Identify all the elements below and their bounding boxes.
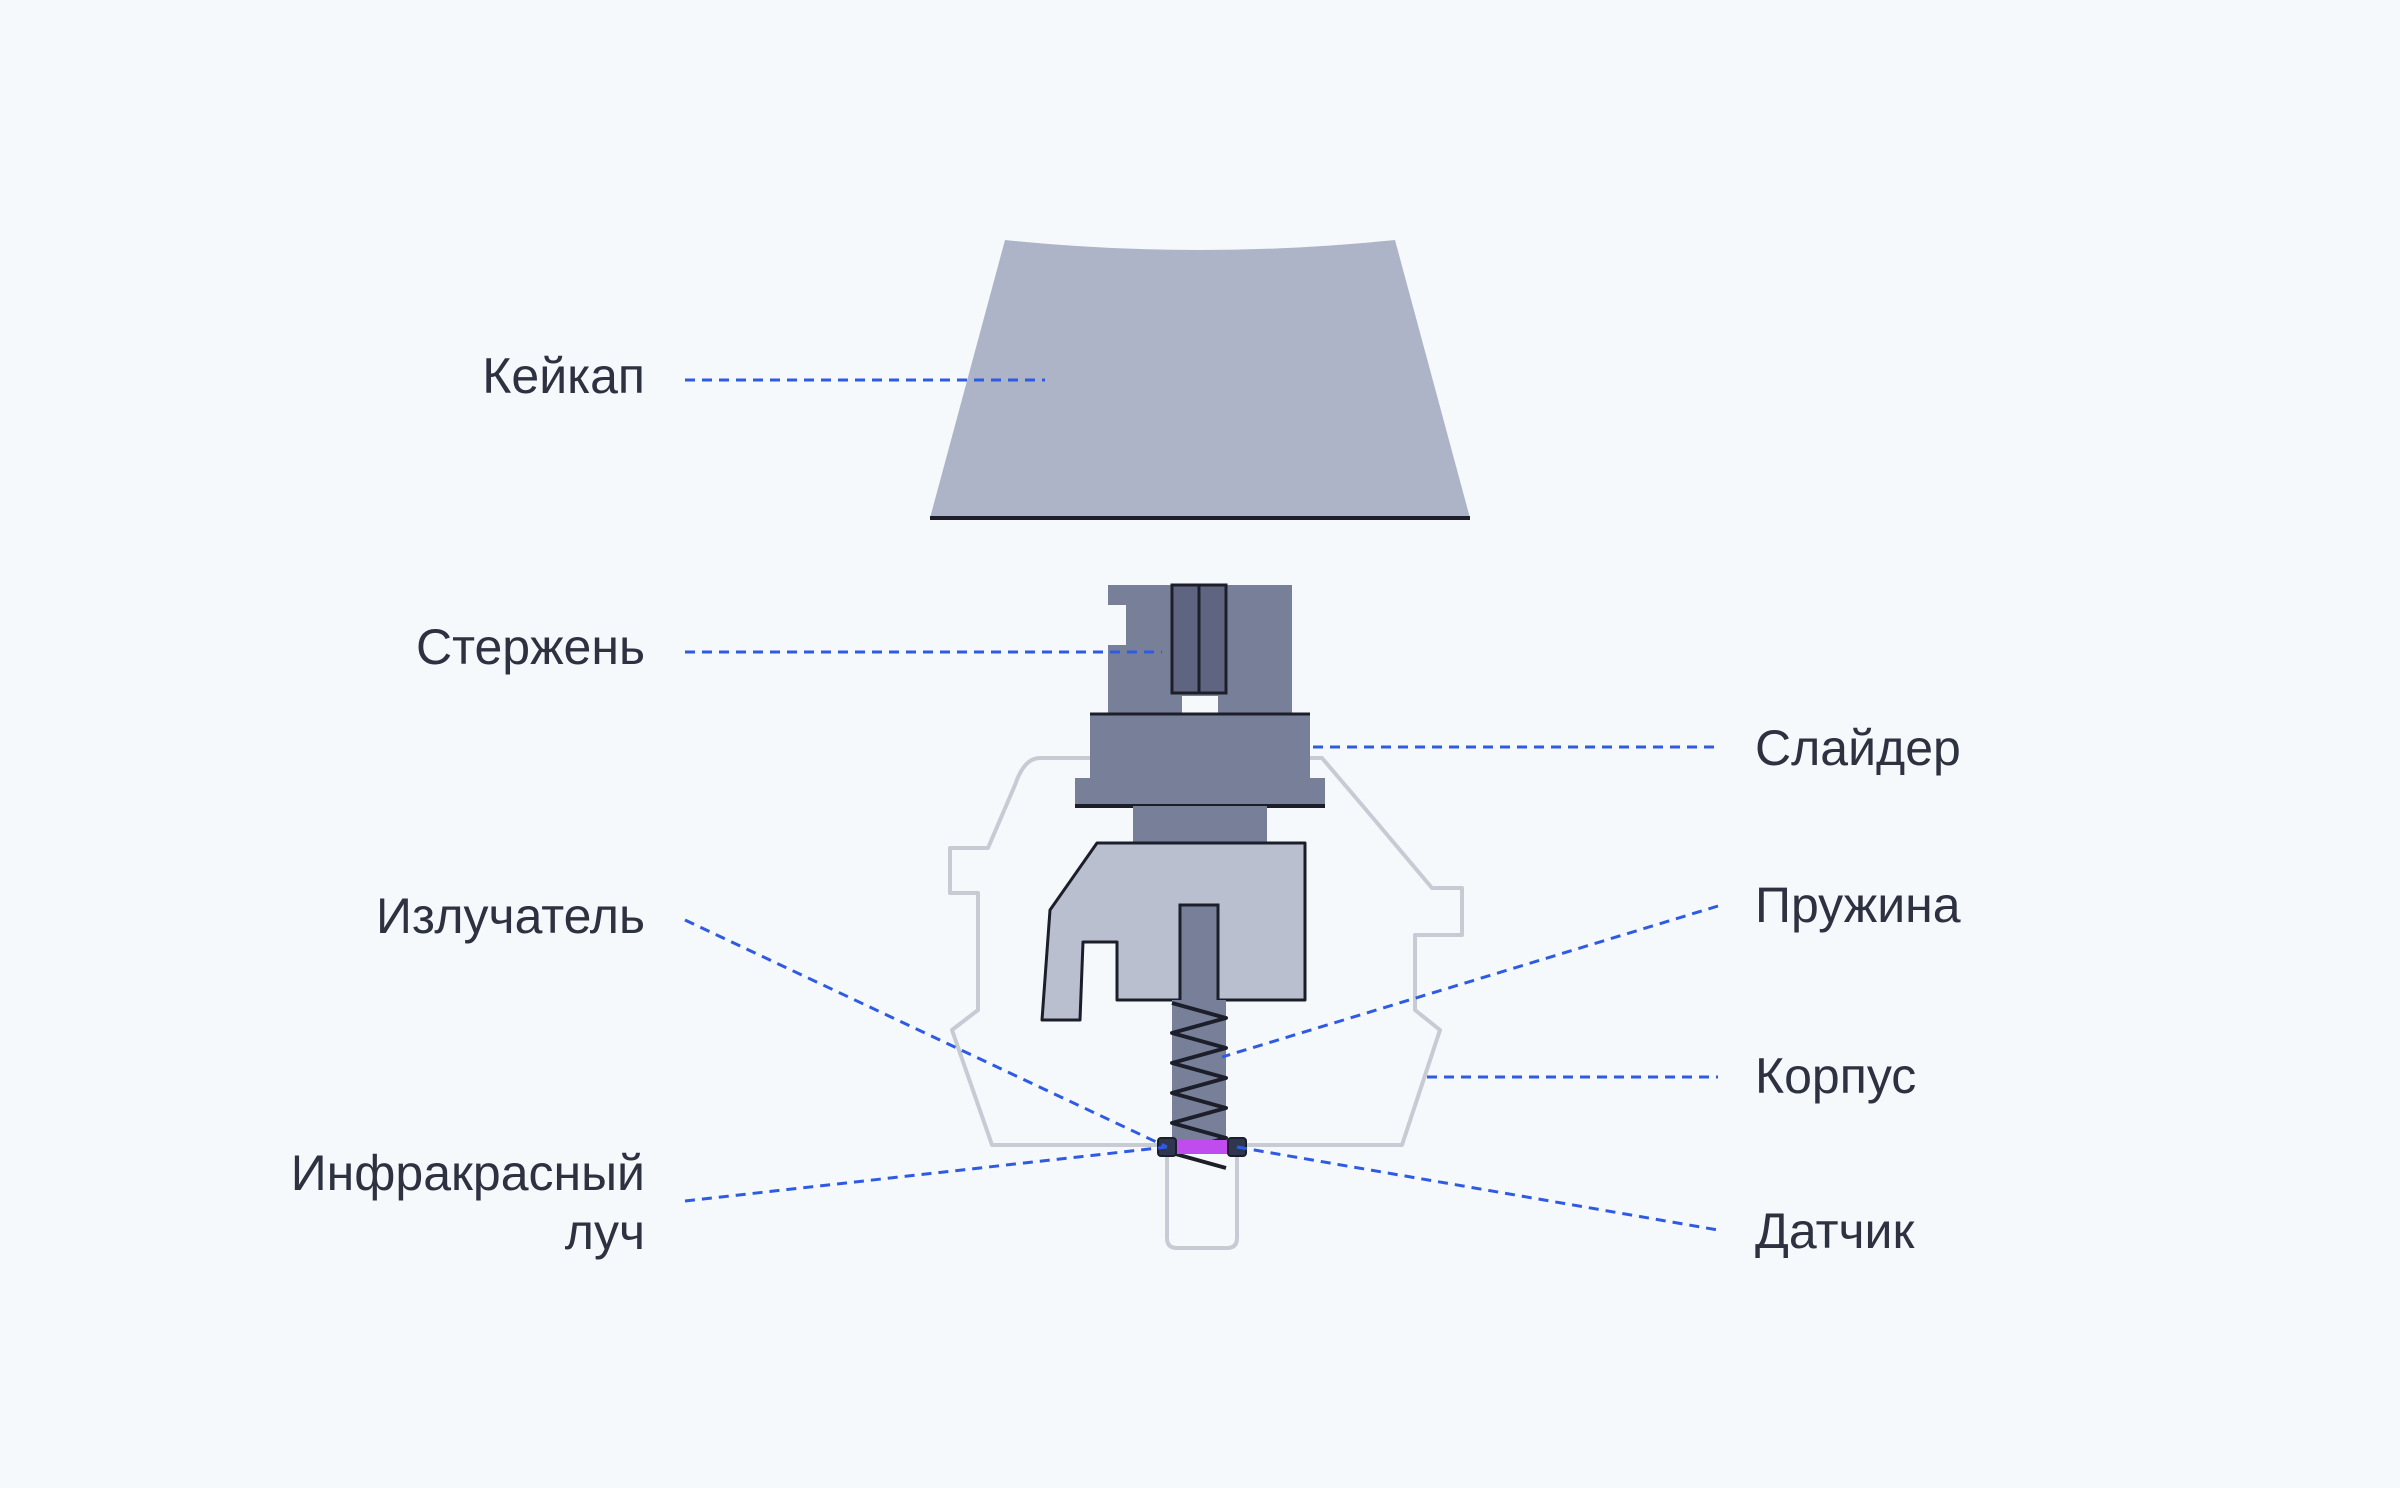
leader-spring bbox=[1221, 904, 1719, 1059]
label-spring: Пружина bbox=[1755, 877, 1961, 933]
stem bbox=[1108, 583, 1292, 715]
housing-outline bbox=[948, 756, 1464, 1147]
label-slider: Слайдер bbox=[1755, 720, 1961, 776]
label-keycap: Кейкап bbox=[482, 348, 645, 404]
keycap bbox=[930, 240, 1470, 520]
label-ir-beam-line2: луч bbox=[565, 1204, 645, 1260]
leader-ir-beam bbox=[684, 1145, 1168, 1203]
label-sensor: Датчик bbox=[1755, 1203, 1915, 1259]
leader-sensor bbox=[1236, 1145, 1719, 1232]
label-housing: Корпус bbox=[1755, 1048, 1916, 1104]
label-ir-beam-line1: Инфракрасный bbox=[291, 1145, 645, 1201]
slider bbox=[1040, 712, 1325, 1022]
leader-lines bbox=[684, 378, 1719, 1232]
bottom-post-outline bbox=[1165, 1150, 1239, 1250]
label-emitter: Излучатель bbox=[376, 888, 645, 944]
ir-beam bbox=[1157, 1137, 1247, 1157]
label-stem: Стержень bbox=[416, 619, 645, 675]
leader-emitter bbox=[684, 918, 1168, 1149]
